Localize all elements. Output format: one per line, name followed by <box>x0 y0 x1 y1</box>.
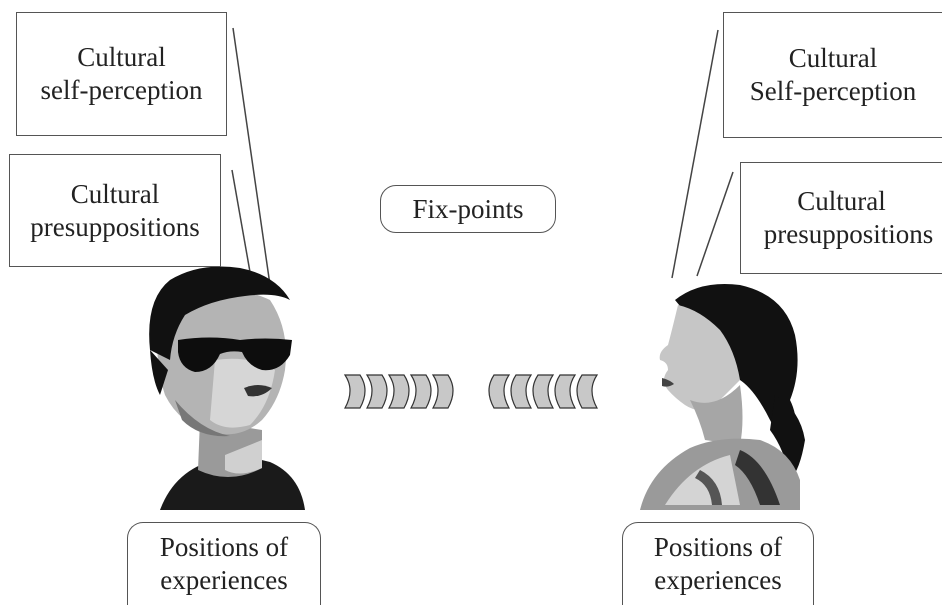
arrows-left-group <box>488 374 599 409</box>
chevron-left-icon <box>488 374 511 409</box>
right-self-perception-line1: Cultural <box>788 43 878 73</box>
right-self-perception-connector <box>671 29 719 279</box>
right-positions-line1: Positions of <box>653 532 783 562</box>
left-positions-line1: Positions of <box>159 532 289 562</box>
right-positions-box: Positions of experiences <box>622 522 814 605</box>
connector-lines <box>231 27 734 286</box>
left-presuppositions-connector <box>231 169 251 273</box>
chevron-right-icon <box>387 374 410 409</box>
chevron-right-icon <box>343 374 366 409</box>
right-presuppositions-line1: Cultural <box>797 186 886 216</box>
chevron-left-icon <box>554 374 577 409</box>
left-presuppositions-line1: Cultural <box>70 178 160 209</box>
left-positions-box: Positions of experiences <box>127 522 321 605</box>
left-self-perception-box: Cultural self-perception <box>16 12 227 136</box>
left-self-perception-line1: Cultural <box>77 42 166 72</box>
right-presuppositions-line2: presuppositions <box>763 219 934 249</box>
fix-points-label: Fix-points <box>412 193 524 224</box>
chevron-left-icon <box>532 374 555 409</box>
right-self-perception-line2: Self-perception <box>749 76 917 106</box>
right-presuppositions-connector <box>696 171 734 277</box>
fix-points-box: Fix-points <box>380 185 556 233</box>
left-positions-line2: experiences <box>160 565 288 595</box>
left-presuppositions-line2: presuppositions <box>30 211 200 242</box>
left-self-perception-connector <box>232 27 271 286</box>
right-positions-line2: experiences <box>654 565 782 595</box>
chevron-left-icon <box>510 374 533 409</box>
right-presuppositions-box: Cultural presuppositions <box>740 162 942 274</box>
chevron-right-icon <box>365 374 388 409</box>
left-presuppositions-box: Cultural presuppositions <box>9 154 221 267</box>
man-with-sunglasses-icon <box>149 266 305 510</box>
arrows-right-group <box>343 374 454 409</box>
chevron-right-icon <box>431 374 454 409</box>
left-self-perception-line2: self-perception <box>40 75 203 105</box>
right-self-perception-box: Cultural Self-perception <box>723 12 942 138</box>
chevron-left-icon <box>576 374 599 409</box>
woman-profile-icon <box>640 284 805 510</box>
chevron-right-icon <box>409 374 432 409</box>
